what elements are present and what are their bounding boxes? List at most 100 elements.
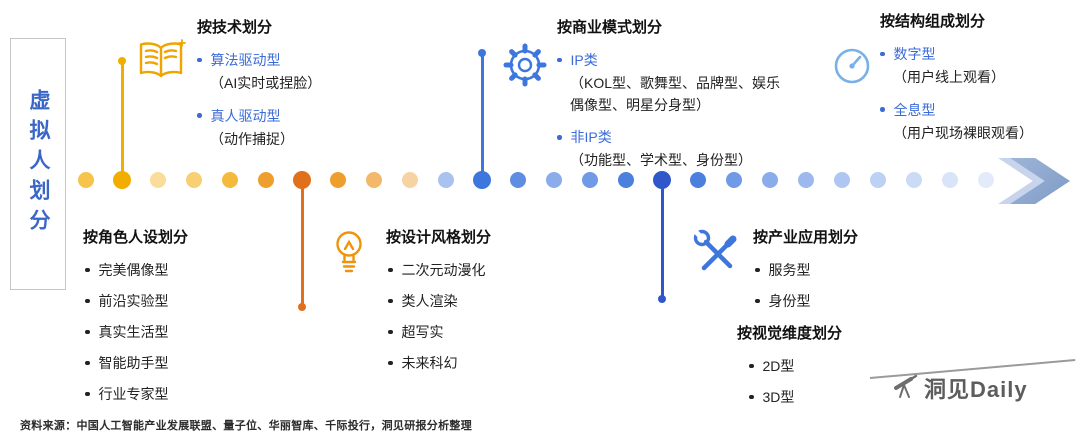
list-item: IP类 (557, 50, 789, 70)
item-list: 完美偶像型前沿实验型真实生活型智能助手型行业专家型 (83, 260, 243, 404)
list-item: 2D型 (749, 356, 912, 376)
timeline-dot (870, 172, 886, 188)
connector-endpoint (478, 49, 486, 57)
list-item: 智能助手型 (85, 353, 243, 373)
bullet-icon (557, 135, 562, 140)
bullet-icon (85, 329, 90, 335)
list-item: 类人渲染 (388, 291, 556, 311)
bullet-icon (388, 360, 393, 366)
connector-endpoint (658, 295, 666, 303)
list-item: 完美偶像型 (85, 260, 243, 280)
lightbulb-icon (328, 228, 370, 285)
bullet-icon (755, 298, 760, 304)
timeline-dot (186, 172, 202, 188)
source-note: 资料来源：中国人工智能产业发展联盟、量子位、华丽智库、千际投行，洞见研报分析整理 (20, 420, 472, 432)
timeline-dot (78, 172, 94, 188)
list-item: 未来科幻 (388, 353, 556, 373)
list-item: 前沿实验型 (85, 291, 243, 311)
section-technology: 按技术划分 算法驱动型 （AI实时或捏脸） 真人驱动型 （动作捕捉） (197, 16, 382, 161)
timeline-dot (906, 172, 922, 188)
timeline (78, 171, 994, 189)
timeline-dot (690, 172, 706, 188)
item-note: （KOL型、歌舞型、品牌型、娱乐偶像型、明星分身型） (570, 75, 781, 113)
list-item: 全息型 (880, 100, 1075, 120)
list-item: 服务型 (755, 260, 912, 280)
bullet-icon (749, 363, 754, 369)
item-list: 服务型身份型 (753, 260, 912, 311)
bullet-icon (880, 51, 885, 57)
item-label: 二次元动漫化 (401, 262, 486, 278)
bullet-icon (880, 107, 885, 112)
timeline-dot (366, 172, 382, 188)
connector-endpoint (118, 57, 126, 65)
item-label: 完美偶像型 (98, 262, 169, 278)
timeline-dot (942, 172, 958, 188)
item-label: 算法驱动型 (210, 52, 281, 68)
list-item: 超写实 (388, 322, 556, 342)
timeline-dot (653, 171, 671, 189)
item-note: （AI实时或捏脸） (210, 75, 322, 91)
brand-name: 洞见Daily (924, 377, 1028, 402)
page-title: 虚拟人划分 (27, 89, 50, 239)
section-design: 按设计风格划分 二次元动漫化类人渲染超写实未来科幻 (386, 226, 556, 384)
item-label: 全息型 (893, 101, 936, 118)
item-label: IP类 (570, 52, 598, 68)
timeline-dot (978, 172, 994, 188)
timeline-dot (293, 171, 311, 189)
item-label: 3D型 (762, 389, 795, 405)
bullet-icon (85, 267, 90, 273)
timeline-dot (798, 172, 814, 188)
list-item: 3D型 (749, 387, 912, 407)
timeline-dot (258, 172, 274, 188)
item-note: （用户线上观看） (893, 69, 1005, 85)
connector-industry (661, 188, 664, 298)
timeline-dot (222, 172, 238, 188)
list-item: 真人驱动型 (197, 106, 382, 126)
item-label: 智能助手型 (98, 355, 169, 371)
section-title: 按角色人设划分 (83, 229, 189, 246)
item-label: 行业专家型 (98, 386, 169, 402)
item-note: （功能型、学术型、身份型） (570, 152, 752, 169)
item-list: 2D型 3D型 (747, 356, 912, 407)
item-label: 数字型 (893, 46, 936, 62)
section-structure: 按结构组成划分 数字型 （用户线上观看） 全息型 （用户现场裸眼观看） (880, 10, 1075, 155)
item-label: 服务型 (768, 262, 811, 278)
timeline-dot (510, 172, 526, 188)
bullet-icon (755, 267, 760, 273)
bullet-icon (388, 329, 393, 335)
bullet-icon (85, 298, 90, 304)
item-note: （动作捕捉） (210, 130, 294, 147)
timeline-dot (150, 172, 166, 188)
telescope-icon (892, 373, 920, 404)
item-label: 真人驱动型 (210, 107, 281, 124)
connector-design (301, 188, 304, 306)
gauge-icon (830, 44, 874, 93)
section-title: 按产业应用划分 (753, 229, 859, 246)
open-book-icon (134, 38, 188, 89)
timeline-dot (330, 172, 346, 188)
section-title: 按视觉维度划分 (737, 325, 843, 342)
timeline-dot (834, 172, 850, 188)
bullet-icon (85, 360, 90, 366)
timeline-dot (726, 172, 742, 188)
gear-icon (502, 42, 548, 93)
bullet-icon (557, 57, 562, 63)
bullet-icon (388, 298, 393, 304)
bullet-icon (197, 113, 202, 118)
item-label: 2D型 (762, 358, 795, 374)
vertical-title-box: 虚拟人划分 (10, 38, 66, 290)
connector-business (481, 54, 484, 180)
timeline-dot (438, 172, 454, 188)
section-title: 按技术划分 (197, 19, 273, 36)
item-label: 超写实 (401, 324, 444, 340)
timeline-dot (582, 172, 598, 188)
item-label: 未来科幻 (401, 355, 458, 371)
timeline-dot (618, 172, 634, 188)
section-title: 按结构组成划分 (880, 13, 986, 30)
section-title: 按商业模式划分 (557, 19, 663, 36)
item-label: 身份型 (768, 293, 811, 309)
item-label: 非IP类 (570, 129, 612, 146)
timeline-dot (473, 171, 491, 189)
connector-technology (121, 62, 124, 180)
